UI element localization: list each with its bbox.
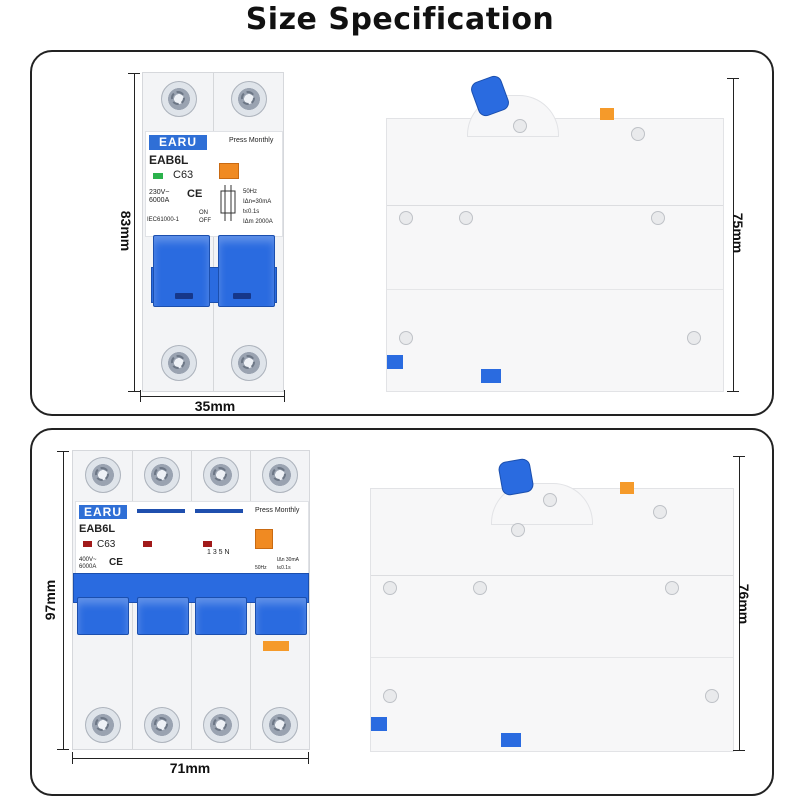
test-button-side: [600, 108, 614, 120]
terminal-screw-icon: [203, 457, 239, 493]
terminal-screw-icon: [85, 457, 121, 493]
switch-handle[interactable]: [137, 597, 189, 635]
press-monthly-label: Press Monthly: [229, 137, 274, 144]
side-height-label: 76mm: [736, 583, 752, 625]
side-height-label: 75mm: [730, 212, 746, 254]
terminals-label: 1 3 5 N: [207, 549, 230, 556]
ce-mark: CE: [187, 188, 203, 200]
din-clip: [387, 355, 403, 369]
test-button[interactable]: [219, 163, 239, 179]
terminal-screw-icon: [144, 457, 180, 493]
breaker-2-pole-side: [386, 95, 724, 392]
on-label: ON: [199, 210, 208, 216]
circuit-diagram-icon: [220, 185, 236, 221]
terminal-screw-icon: [144, 707, 180, 743]
switch-knob-icon[interactable]: [497, 457, 535, 497]
test-button[interactable]: [255, 529, 273, 549]
terminal-screw-icon: [262, 457, 298, 493]
voltage-label: 400V~: [79, 557, 97, 563]
making-capacity-label: IΔm 2000A: [243, 219, 273, 225]
height-dimension-line: [63, 451, 64, 749]
page-title: Size Specification: [245, 2, 555, 37]
ce-mark: CE: [109, 557, 123, 568]
side-height-dimension-line: [733, 78, 734, 391]
width-dimension-line: [72, 758, 308, 759]
press-monthly-label: Press Monthly: [255, 507, 300, 514]
terminal-screw-icon: [161, 345, 197, 381]
status-indicator-red: [83, 541, 92, 547]
model-label: EAB6L: [79, 523, 116, 535]
switch-handle[interactable]: [195, 597, 247, 635]
switch-handle[interactable]: [77, 597, 129, 635]
width-dimension-line: [140, 396, 284, 397]
trip-time-label: t≤0.1s: [243, 209, 260, 215]
switch-handle[interactable]: [255, 597, 307, 635]
terminal-screw-icon: [231, 345, 267, 381]
side-height-dimension-line: [739, 456, 740, 750]
residual-current-label: IΔn=30mA: [243, 199, 272, 205]
breaker-4-pole-front: EARU EAB6L C63 400V~ 6000A CE 1 3 5 N Pr…: [72, 450, 310, 750]
din-clip: [371, 717, 387, 731]
width-label: 71mm: [169, 760, 211, 776]
terminal-screw-icon: [161, 81, 197, 117]
din-clip: [501, 733, 521, 747]
breaker-4-pole-side: [370, 483, 734, 752]
width-label: 35mm: [194, 398, 236, 414]
rating-label: C63: [97, 539, 116, 550]
status-indicator-red: [203, 541, 212, 547]
brand-logo: EARU: [149, 135, 207, 150]
residual-current-label: IΔn 30mA: [277, 557, 299, 563]
frequency-label: 50Hz: [243, 189, 258, 195]
frequency-label: 50Hz: [255, 565, 267, 571]
status-indicator-red: [143, 541, 152, 547]
height-label: 97mm: [42, 579, 58, 621]
voltage-label: 230V~: [149, 189, 170, 196]
height-dimension-line: [134, 73, 135, 391]
test-button-side: [620, 482, 634, 494]
off-label: OFF: [199, 218, 211, 224]
breaking-capacity-label: 6000A: [79, 564, 97, 570]
trip-indicator: [263, 641, 289, 651]
terminal-screw-icon: [231, 81, 267, 117]
breaking-capacity-label: 6000A: [149, 197, 170, 204]
trip-time-label: t≤0.1s: [277, 565, 291, 571]
terminal-screw-icon: [203, 707, 239, 743]
model-label: EAB6L: [149, 153, 189, 167]
height-label: 83mm: [118, 210, 134, 252]
breaker-2-pole-front: EARU EAB6L C63 230V~ 6000A CE IEC61000-1…: [142, 72, 284, 392]
standard-label: IEC61000-1: [147, 217, 180, 223]
terminal-screw-icon: [262, 707, 298, 743]
brand-logo: EARU: [79, 505, 127, 519]
terminal-screw-icon: [85, 707, 121, 743]
din-clip: [481, 369, 501, 383]
rating-label: C63: [173, 169, 194, 181]
status-indicator-green: [153, 173, 163, 179]
